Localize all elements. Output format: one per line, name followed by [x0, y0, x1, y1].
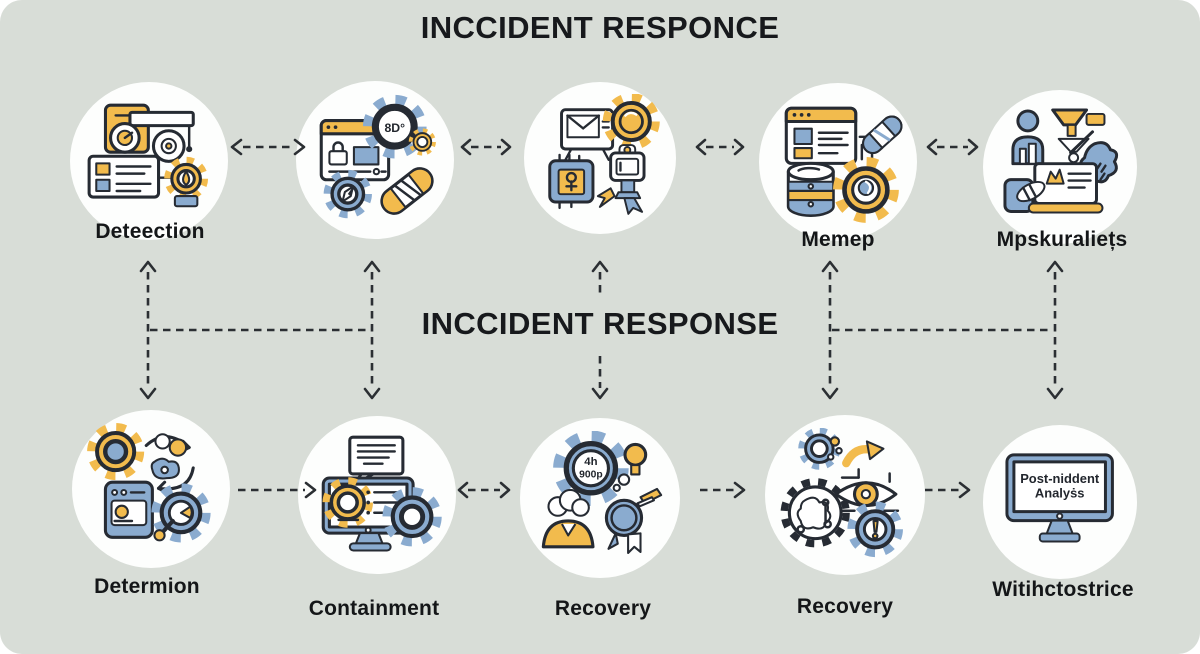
connector-bottom-4-5	[925, 481, 971, 499]
connector-vertical-3-top-stub	[591, 260, 609, 294]
recovery-gear-text-1: 4h	[584, 456, 597, 468]
top-title: INCCIDENT RESPONCE	[420, 10, 780, 45]
connector-top-2-3	[460, 138, 512, 156]
connector-bottom-3-4	[700, 481, 746, 499]
brain-gear-eye-alert-icon	[780, 428, 912, 562]
recovery-gear-text-2: 900p	[579, 469, 603, 480]
step-circle-memep	[759, 83, 917, 241]
step-label-mpskuraliets: Mpskuraliețs	[996, 228, 1128, 251]
step-circle-determion	[72, 410, 230, 568]
connector-bottom-2-3	[457, 481, 511, 499]
step-label-determion: Determion	[94, 575, 200, 598]
step-label-recovery-2: Recovery	[796, 595, 894, 618]
step-circle-mpskuraliets	[983, 90, 1137, 244]
middle-title: INCCIDENT RESPONSE	[421, 306, 779, 341]
monitor-analysis-icon: Post-niddent Analyṡs	[1005, 453, 1115, 543]
step-circle-recovery-1: 4h 900p	[520, 418, 680, 578]
gear-cycle-server-magnifier-icon	[85, 423, 218, 556]
browser-database-gear-capsule-icon	[784, 106, 903, 229]
step-circle-containment	[298, 416, 456, 574]
step-label-post-incident: Witihctostrice	[992, 578, 1134, 601]
step-circle-detection	[70, 82, 228, 240]
person-funnel-cloth-laptop-icon	[1003, 108, 1119, 214]
connector-top-4-5	[926, 138, 979, 156]
capsule-shape	[379, 166, 434, 215]
step-circle-post-incident: Post-niddent Analyṡs	[983, 425, 1137, 579]
step-label-detection: Deteection	[95, 220, 205, 243]
screen-text-line1: Post-niddent	[1021, 471, 1101, 486]
folder-gauge-camera-gear-icon	[87, 103, 216, 207]
step-circle-notification	[524, 82, 676, 234]
gear-8d-text: 8D°	[384, 120, 405, 134]
connector-top-3-4	[695, 138, 745, 156]
connector-vertical-3-bottom-stub	[591, 356, 609, 400]
step-label-memep: Memep	[801, 228, 875, 251]
browser-lock-gear-capsule-icon: 8D°	[319, 94, 442, 227]
step-circle-recovery-2	[765, 415, 925, 575]
step-label-containment: Containment	[308, 597, 440, 620]
gear-key-person-rosette-icon: 4h 900p	[541, 431, 663, 554]
mail-board-gear-chip-badge-icon	[548, 94, 664, 215]
capsule-shape	[861, 115, 903, 154]
connector-top-1-2	[230, 138, 306, 156]
step-label-recovery-1: Recovery	[554, 597, 652, 620]
screen-text-line2: Analyṡs	[1035, 486, 1085, 501]
step-circle-analysis-tools: 8D°	[296, 81, 454, 239]
note-monitor-gear-checklist-icon	[321, 435, 444, 552]
